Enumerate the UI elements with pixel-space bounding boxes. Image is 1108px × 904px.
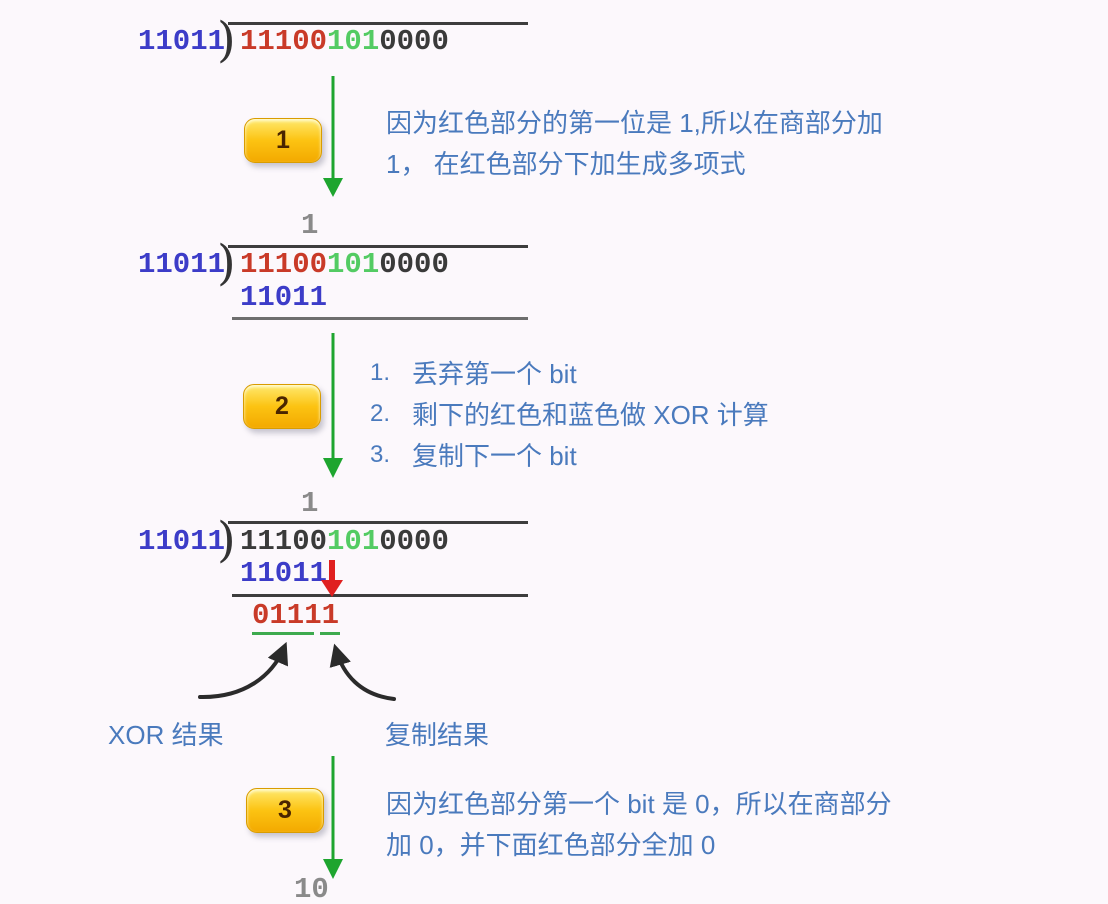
list-text: 剩下的红色和蓝色做 XOR 计算: [412, 400, 769, 430]
step-badge-1-label: 1: [276, 126, 290, 154]
next-quotient: 10: [294, 873, 329, 904]
step3-note-line2: 加 0，并下面红色部分全加 0: [386, 830, 716, 860]
list-number: 3.: [370, 440, 391, 468]
copied-bit-underline: [320, 632, 340, 635]
division2-bottom-line: [232, 317, 528, 320]
division3-divisor: 11011: [138, 525, 226, 558]
copy-curved-arrow: [329, 643, 396, 701]
step-badge-2: 2: [243, 384, 321, 429]
list-number: 1.: [370, 358, 391, 386]
division3-dividend: 111001010000: [240, 526, 449, 558]
division3-subtrahend: 11011: [240, 557, 328, 590]
copy-result-label: 复制结果: [385, 720, 490, 750]
division2-quotient: 1: [301, 209, 319, 242]
step-badge-3-label: 3: [278, 796, 292, 824]
step2-item-1: 1. 丢弃第一个 bit: [370, 352, 769, 393]
step3-note: 因为红色部分第一个 bit 是 0，所以在商部分加 0，并下面红色部分全加 0: [386, 784, 892, 866]
step1-note-line1: 因为红色部分的第一位是 1,所以在商部分加: [386, 108, 883, 138]
green-flow-arrow-2: [323, 333, 343, 478]
step3-note-line1: 因为红色部分第一个 bit 是 0，所以在商部分: [386, 789, 892, 819]
dividend-segment: 11100: [240, 248, 328, 281]
division1-dividend: 111001010000: [240, 26, 449, 58]
division3-result-line: [232, 594, 528, 597]
division3-quotient: 1: [301, 487, 319, 520]
xor-result-underline: [252, 632, 314, 635]
green-flow-arrow-1: [323, 76, 343, 197]
step1-note: 因为红色部分的第一位是 1,所以在商部分加 1， 在红色部分下加生成多项式: [386, 103, 883, 185]
division1-bracket: ): [217, 12, 236, 68]
dividend-segment: 0000: [379, 525, 449, 558]
dividend-segment: 0000: [379, 248, 449, 281]
division2-dividend: 111001010000: [240, 249, 449, 281]
dividend-segment: 11100: [240, 525, 328, 558]
dividend-segment: 101: [327, 525, 380, 558]
division2-divisor: 11011: [138, 248, 226, 281]
division2-subtrahend: 11011: [240, 281, 328, 314]
list-number: 2.: [370, 399, 391, 427]
division1-divisor: 11011: [138, 25, 226, 58]
division3-bracket: ): [217, 512, 236, 568]
dividend-segment: 11100: [240, 25, 328, 58]
step2-item-2: 2. 剩下的红色和蓝色做 XOR 计算: [370, 393, 769, 434]
step-badge-2-label: 2: [275, 392, 289, 420]
dividend-segment: 101: [327, 25, 380, 58]
step-badge-1: 1: [244, 118, 322, 163]
step-badge-3: 3: [246, 788, 324, 833]
division3-xor-result: 01111: [252, 599, 340, 632]
xor-result-label: XOR 结果: [108, 720, 224, 750]
list-text: 丢弃第一个 bit: [412, 359, 577, 389]
division1-vinculum: [228, 22, 528, 25]
green-flow-arrow-3: [323, 756, 343, 879]
list-text: 复制下一个 bit: [412, 441, 577, 471]
step2-list: 1. 丢弃第一个 bit 2. 剩下的红色和蓝色做 XOR 计算 3. 复制下一个 b…: [370, 352, 769, 475]
step1-note-line2: 1， 在红色部分下加生成多项式: [386, 149, 746, 179]
dividend-segment: 0000: [379, 25, 449, 58]
division2-vinculum: [228, 245, 528, 248]
step2-item-3: 3. 复制下一个 bit: [370, 434, 769, 475]
division2-bracket: ): [217, 235, 236, 291]
xor-curved-arrow: [198, 641, 289, 700]
division3-vinculum: [228, 521, 528, 524]
dividend-segment: 101: [327, 248, 380, 281]
